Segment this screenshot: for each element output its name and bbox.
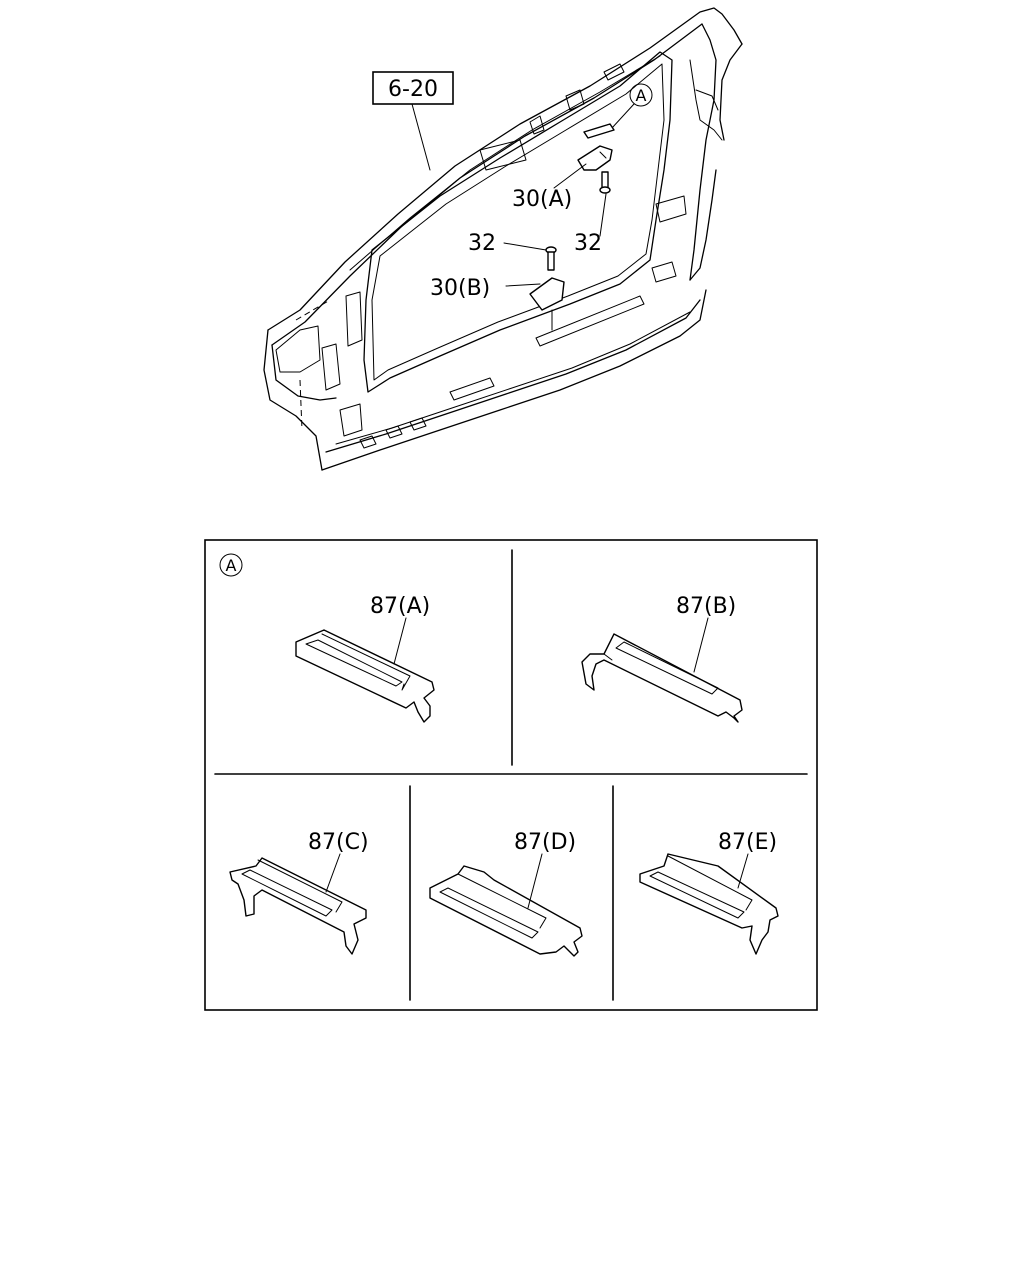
reference-label: 6-20 [388,77,438,102]
label-87e: 87(E) [718,830,777,855]
insulator-87c: 87(C) [229,830,369,955]
insulator-87e: 87(E) [639,830,779,955]
label-32-right: 32 [574,231,602,256]
callout-a-letter: A [636,86,647,105]
detail-panel-a: A 87(A) 87(B) 87(C) [204,539,818,1011]
bolt-32-right [599,171,611,194]
label-32-left: 32 [468,231,496,256]
detail-a-letter: A [226,556,237,575]
label-87c: 87(C) [308,830,369,855]
label-30b: 30(B) [430,276,490,301]
side-body-panel [263,7,743,471]
callout-a: A [611,83,653,129]
label-30a: 30(A) [512,187,572,212]
label-87b: 87(B) [676,594,736,619]
label-87a: 87(A) [370,594,430,619]
reference-box: 6-20 [372,71,454,171]
bracket-30b [529,277,565,331]
bolt-32-left [545,246,557,271]
insulator-87d: 87(D) [429,830,583,957]
label-87d: 87(D) [514,830,576,855]
insulator-87b: 87(B) [581,594,743,723]
insulator-87a: 87(A) [295,594,435,723]
insulator-strip-a [583,123,615,139]
